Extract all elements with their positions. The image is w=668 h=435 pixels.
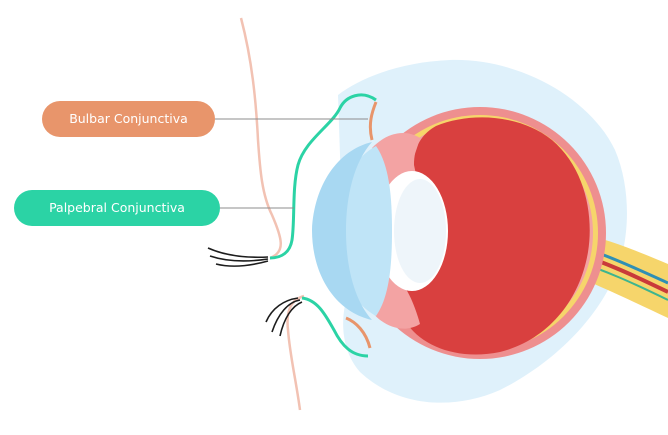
lower-eyelid-skin [288, 296, 304, 410]
upper-eyelashes [208, 248, 268, 266]
lower-eyelashes [266, 298, 302, 336]
palpebral-conjunctiva-label: Palpebral Conjunctiva [14, 190, 220, 226]
lens-shading [394, 179, 446, 283]
bulbar-conjunctiva-label: Bulbar Conjunctiva [42, 101, 215, 137]
upper-eyelid-skin [241, 18, 281, 258]
